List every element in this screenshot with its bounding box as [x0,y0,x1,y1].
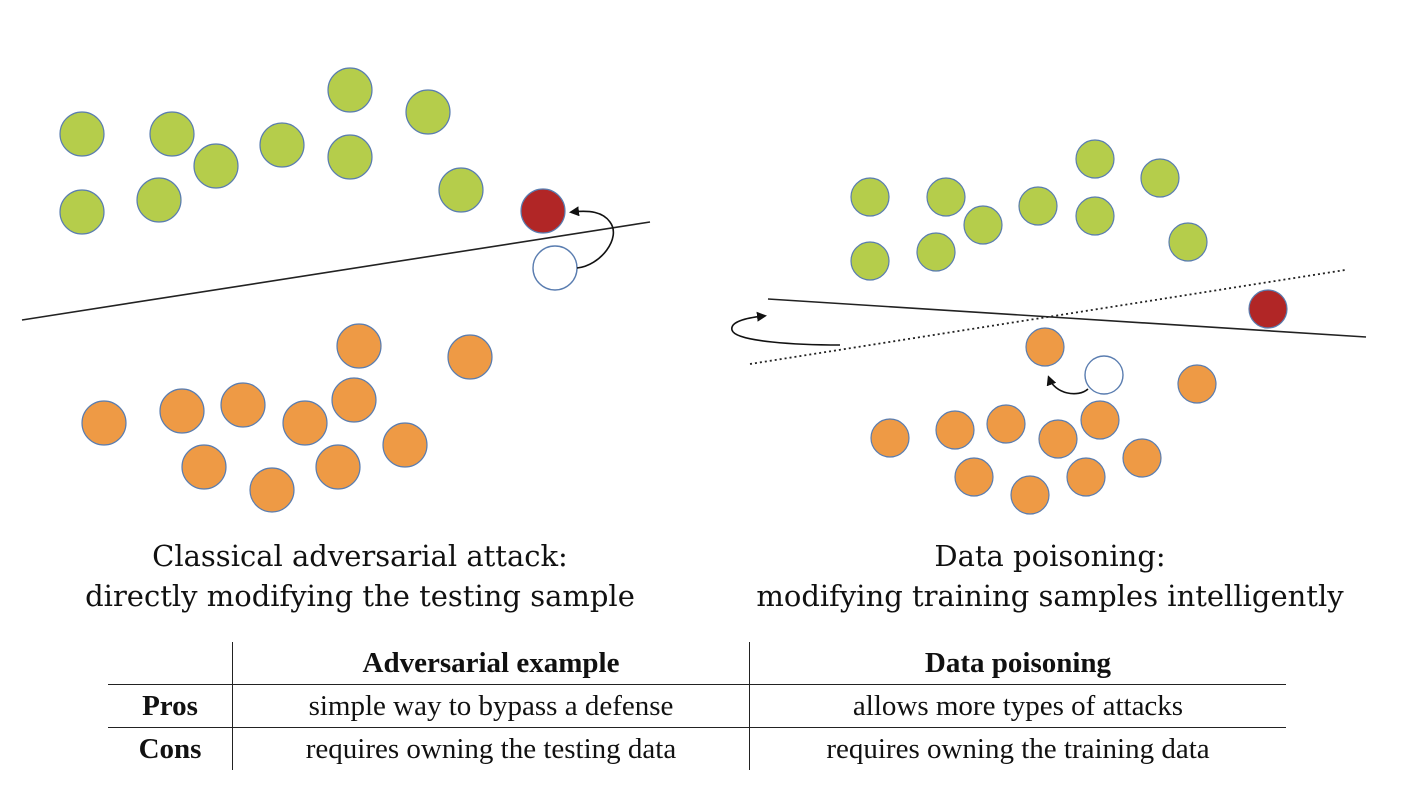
class-a-point [438,167,484,213]
class-b-point [81,400,127,446]
class-b-point [447,334,493,380]
class-a-point [1075,196,1115,236]
poisoned-decision-boundary [749,269,1346,365]
class-b-point [159,388,205,434]
class-a-point [59,111,105,157]
poisoning-arrow [1046,375,1089,395]
class-a-point [193,143,239,189]
class-a-point [1075,139,1115,179]
class-a-point [850,177,890,217]
class-a-point [1018,186,1058,226]
class-a-point [850,241,890,281]
class-b-point [181,444,227,490]
class-a-point [405,89,451,135]
adversarial-test-sample [1248,289,1288,329]
class-b-point [935,410,975,450]
header-data-poisoning: Data poisoning [749,642,1286,685]
class-b-point [336,323,382,369]
class-b-point [1080,400,1120,440]
pros-poisoning: allows more types of attacks [749,684,1286,728]
class-b-point [382,422,428,468]
row-label-cons: Cons [108,727,233,770]
boundary-rotation-arrow [731,311,841,346]
class-b-point [220,382,266,428]
right-caption-subtitle: modifying training samples intelligently [756,579,1344,613]
class-b-point [986,404,1026,444]
class-a-point [1140,158,1180,198]
pros-adversarial: simple way to bypass a defense [232,684,750,728]
class-b-point [315,444,361,490]
table-row-cons: Cons requires owning the testing data re… [108,727,1286,770]
class-b-point [1038,419,1078,459]
class-a-point [916,232,956,272]
class-b-point [1010,475,1050,515]
table-row-pros: Pros simple way to bypass a defense allo… [108,684,1286,728]
perturbation-arrow [569,206,615,269]
class-a-point [963,205,1003,245]
left-caption-subtitle: directly modifying the testing sample [85,579,635,613]
class-a-point [327,67,373,113]
original-training-sample [1084,355,1124,395]
row-label-pros: Pros [108,684,233,728]
comparison-table: Adversarial example Data poisoning Pros … [108,642,1286,770]
class-b-point [1177,364,1217,404]
right-caption-title: Data poisoning: [934,539,1166,573]
right-caption: Data poisoning: modifying training sampl… [730,536,1370,616]
class-b-point [1122,438,1162,478]
table-header-row: Adversarial example Data poisoning [108,642,1286,685]
class-b-point [1066,457,1106,497]
class-a-point [259,122,305,168]
attack-diagram [21,67,1367,515]
right-panel [731,139,1367,515]
poisoned-training-sample [1025,327,1065,367]
cons-adversarial: requires owning the testing data [232,727,750,770]
class-a-point [926,177,966,217]
class-a-point [1168,222,1208,262]
header-adversarial-example: Adversarial example [232,642,750,685]
class-a-point [149,111,195,157]
cons-poisoning: requires owning the training data [749,727,1286,770]
adversarial-sample [520,188,566,234]
class-b-points [81,323,493,513]
class-b-point [282,400,328,446]
left-caption: Classical adversarial attack: directly m… [40,536,680,616]
class-b-points [870,364,1217,515]
class-a-point [136,177,182,223]
table-corner-cell [108,642,233,685]
class-a-points [59,67,484,235]
decision-boundary [21,221,651,321]
class-a-points [850,139,1208,281]
original-test-sample [532,245,578,291]
class-a-point [59,189,105,235]
left-panel [21,67,651,513]
class-b-point [331,377,377,423]
original-decision-boundary [767,298,1367,338]
class-b-point [870,418,910,458]
class-b-point [249,467,295,513]
left-caption-title: Classical adversarial attack: [152,539,568,573]
class-a-point [327,134,373,180]
class-b-point [954,457,994,497]
